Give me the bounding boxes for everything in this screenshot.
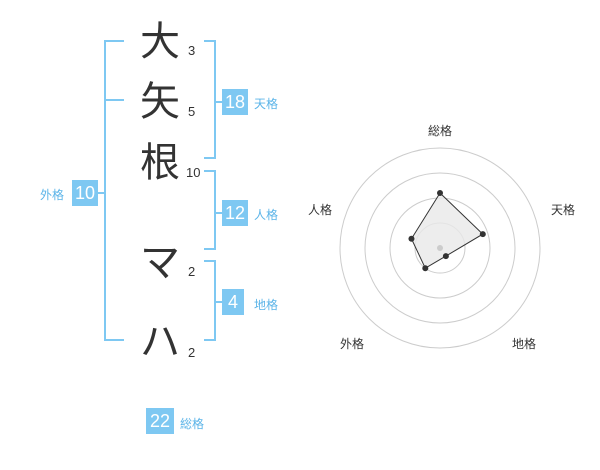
radar-point-3	[422, 265, 429, 272]
bracket-tick	[104, 339, 124, 341]
chikaku-bracket	[214, 260, 216, 341]
radar-series-polygon	[410, 192, 484, 269]
bracket-tick	[204, 260, 216, 262]
name-char-2: 矢	[140, 79, 180, 125]
name-char-4: マ	[140, 240, 180, 286]
bracket-tick	[104, 40, 124, 42]
radar-label-tenkaku: 天格	[551, 203, 576, 217]
radar-point-4	[408, 235, 415, 242]
bracket-tick	[204, 157, 216, 159]
bracket-connector	[98, 192, 106, 194]
stroke-count-3: 10	[186, 165, 201, 180]
stroke-count-5: 2	[188, 345, 196, 360]
radar-label-gaikaku: 外格	[340, 337, 365, 351]
tenkaku-label: 天格	[254, 97, 279, 111]
soukaku-value: 22	[146, 408, 174, 434]
name-char-5: ハ	[140, 319, 180, 365]
bracket-connector	[214, 301, 222, 303]
bracket-tick	[104, 99, 124, 101]
radar-label-soukaku: 総格	[428, 124, 453, 138]
tenkaku-value: 18	[222, 89, 248, 115]
stroke-count-4: 2	[188, 264, 196, 279]
radar-point-1	[479, 231, 486, 238]
jinkaku-bracket	[214, 170, 216, 250]
bracket-tick	[204, 339, 216, 341]
gaikaku-bracket	[104, 40, 106, 341]
soukaku-label: 総格	[180, 417, 205, 431]
gaikaku-label: 外格	[40, 188, 65, 202]
radar-label-jinkaku: 人格	[308, 203, 333, 217]
bracket-tick	[204, 170, 216, 172]
radar-label-chikaku: 地格	[512, 337, 537, 351]
radar-center	[437, 245, 443, 251]
name-char-1: 大	[140, 19, 180, 65]
radar-ring	[364, 172, 516, 324]
bracket-tick	[204, 40, 216, 42]
radar-point-2	[442, 253, 449, 260]
bracket-connector	[214, 212, 222, 214]
jinkaku-label: 人格	[254, 208, 279, 222]
gaikaku-value: 10	[72, 180, 98, 206]
chikaku-value: 4	[222, 289, 244, 315]
chikaku-label: 地格	[254, 298, 279, 312]
jinkaku-value: 12	[222, 200, 248, 226]
stroke-count-2: 5	[188, 104, 196, 119]
stroke-count-1: 3	[188, 43, 196, 58]
tenkaku-bracket	[214, 40, 216, 159]
radar-point-0	[437, 190, 443, 196]
bracket-tick	[204, 248, 216, 250]
bracket-connector	[214, 101, 222, 103]
name-char-3: 根	[140, 140, 180, 186]
radar-ring	[339, 147, 541, 349]
